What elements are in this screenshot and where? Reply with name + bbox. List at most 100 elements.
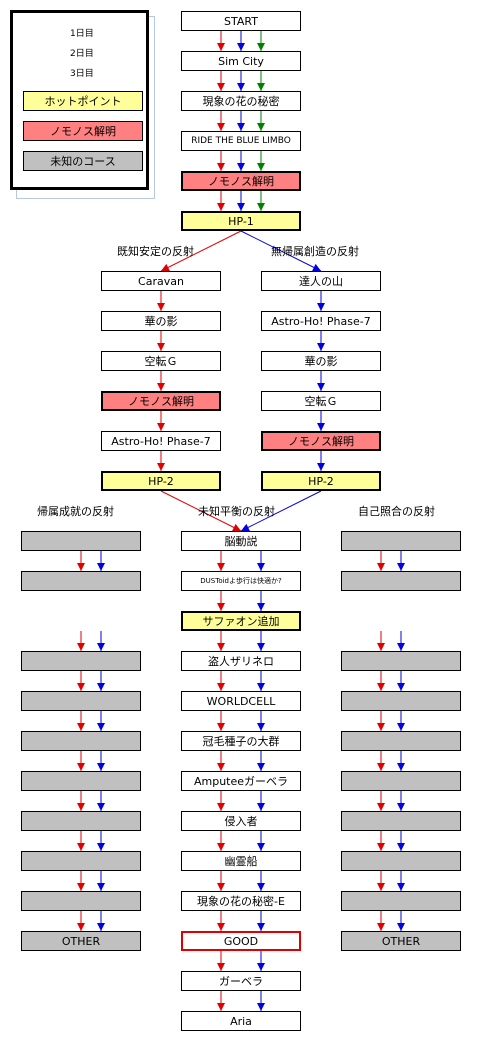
flow-arrow-63 bbox=[377, 711, 385, 731]
flow-arrow-53 bbox=[77, 631, 85, 651]
flow-arrow-83 bbox=[377, 911, 385, 931]
flow-arrow-23 bbox=[157, 451, 165, 471]
center-node-worldcell: WORLDCELL bbox=[181, 691, 301, 711]
legend-day1-label: 1日目 bbox=[70, 29, 94, 39]
right-node-hana-shadow: 華の影 bbox=[261, 351, 381, 371]
legend-hotpoint: ホットポイント bbox=[23, 91, 143, 111]
flow-arrow-51 bbox=[377, 551, 385, 571]
flow-arrow-22 bbox=[317, 411, 325, 431]
left-node-nomonos: ノモノス解明 bbox=[101, 391, 221, 411]
flow-arrow-82 bbox=[97, 911, 105, 931]
center-node-hana-e: 現象の花の秘密-E bbox=[181, 891, 301, 911]
node-sim-city: Sim City bbox=[181, 51, 301, 71]
flow-arrow-10 bbox=[237, 151, 245, 171]
flow-arrow-26 bbox=[257, 551, 265, 571]
left-other: OTHER bbox=[21, 931, 141, 951]
flow-arrow-20 bbox=[317, 371, 325, 391]
center-node-yureisen: 幽霊船 bbox=[181, 851, 301, 871]
flow-arrow-3 bbox=[217, 71, 225, 91]
flow-arrow-70 bbox=[97, 791, 105, 811]
center-node-dustoid: DUSToidよ歩行は快適か? bbox=[181, 571, 301, 591]
branch-label-right: 無帰属創造の反射 bbox=[271, 245, 359, 258]
left-unknown-8 bbox=[21, 851, 141, 871]
flow-arrow-67 bbox=[377, 751, 385, 771]
right-unknown-3 bbox=[341, 651, 461, 671]
left-unknown-4 bbox=[21, 691, 141, 711]
flow-arrow-74 bbox=[97, 831, 105, 851]
merge-arrow-left bbox=[160, 490, 242, 532]
right-unknown-6 bbox=[341, 771, 461, 791]
flow-arrow-17 bbox=[157, 331, 165, 351]
flow-arrow-1 bbox=[237, 31, 245, 51]
center-node-aria: Aria bbox=[181, 1011, 301, 1031]
flow-arrow-62 bbox=[97, 711, 105, 731]
flow-arrow-73 bbox=[77, 831, 85, 851]
flow-arrow-15 bbox=[157, 291, 165, 311]
flow-arrow-4 bbox=[237, 71, 245, 91]
split-arrow-left bbox=[160, 230, 242, 272]
center-node-good: GOOD bbox=[181, 931, 301, 951]
flow-arrow-75 bbox=[377, 831, 385, 851]
merge-arrow-right bbox=[240, 490, 322, 532]
flow-arrow-31 bbox=[217, 671, 225, 691]
flow-arrow-59 bbox=[377, 671, 385, 691]
left-unknown-5 bbox=[21, 731, 141, 751]
left-node-hp2: HP-2 bbox=[101, 471, 221, 491]
right-node-nomonos: ノモノス解明 bbox=[261, 431, 381, 451]
right-other: OTHER bbox=[341, 931, 461, 951]
right-unknown-8 bbox=[341, 851, 461, 871]
flow-arrow-37 bbox=[217, 791, 225, 811]
flow-arrow-45 bbox=[217, 951, 225, 971]
flow-arrow-66 bbox=[97, 751, 105, 771]
lower-label-center: 未知平衡の反射 bbox=[198, 505, 275, 518]
flow-arrow-36 bbox=[257, 751, 265, 771]
flow-arrow-39 bbox=[217, 831, 225, 851]
node-nomonos-1: ノモノス解明 bbox=[181, 171, 301, 191]
flow-arrow-6 bbox=[217, 111, 225, 131]
flow-arrow-79 bbox=[377, 871, 385, 891]
flow-arrow-46 bbox=[257, 951, 265, 971]
right-unknown-9 bbox=[341, 891, 461, 911]
flow-arrow-40 bbox=[257, 831, 265, 851]
flow-arrow-43 bbox=[217, 911, 225, 931]
lower-label-left: 帰属成就の反射 bbox=[37, 505, 114, 518]
center-node-safaon: サファオン追加 bbox=[181, 611, 301, 631]
flow-arrow-77 bbox=[77, 871, 85, 891]
flow-arrow-0 bbox=[217, 31, 225, 51]
flow-arrow-25 bbox=[217, 551, 225, 571]
lower-label-right: 自己照合の反射 bbox=[358, 505, 435, 518]
flow-arrow-54 bbox=[97, 631, 105, 651]
flow-arrow-60 bbox=[397, 671, 405, 691]
center-node-gerbera: ガーベラ bbox=[181, 971, 301, 991]
flow-arrow-58 bbox=[97, 671, 105, 691]
flow-arrow-14 bbox=[257, 191, 265, 211]
left-node-caravan: Caravan bbox=[101, 271, 221, 291]
legend-nomonos: ノモノス解明 bbox=[23, 121, 143, 141]
flow-arrow-68 bbox=[397, 751, 405, 771]
flow-arrow-81 bbox=[77, 911, 85, 931]
flow-arrow-48 bbox=[257, 991, 265, 1011]
right-unknown-7 bbox=[341, 811, 461, 831]
right-node-hp2: HP-2 bbox=[261, 471, 381, 491]
flow-arrow-19 bbox=[157, 371, 165, 391]
left-unknown-2 bbox=[21, 571, 141, 591]
right-node-kuuten: 空転Ｇ bbox=[261, 391, 381, 411]
flow-arrow-24 bbox=[317, 451, 325, 471]
flow-arrow-5 bbox=[257, 71, 265, 91]
node-hp1: HP-1 bbox=[181, 211, 301, 231]
flow-arrow-32 bbox=[257, 671, 265, 691]
legend-day3-label: 3日目 bbox=[70, 69, 94, 79]
center-node-amputee: Amputeeガーベラ bbox=[181, 771, 301, 791]
right-unknown-2 bbox=[341, 571, 461, 591]
flow-arrow-47 bbox=[217, 991, 225, 1011]
left-unknown-9 bbox=[21, 891, 141, 911]
left-node-hana-shadow: 華の影 bbox=[101, 311, 221, 331]
legend-day2-label: 2日目 bbox=[70, 49, 94, 59]
flow-arrow-64 bbox=[397, 711, 405, 731]
flow-arrow-27 bbox=[217, 591, 225, 611]
flow-arrow-38 bbox=[257, 791, 265, 811]
node-blue-limbo: RIDE THE BLUE LIMBO bbox=[181, 131, 301, 151]
left-unknown-3 bbox=[21, 651, 141, 671]
flow-arrow-50 bbox=[97, 551, 105, 571]
